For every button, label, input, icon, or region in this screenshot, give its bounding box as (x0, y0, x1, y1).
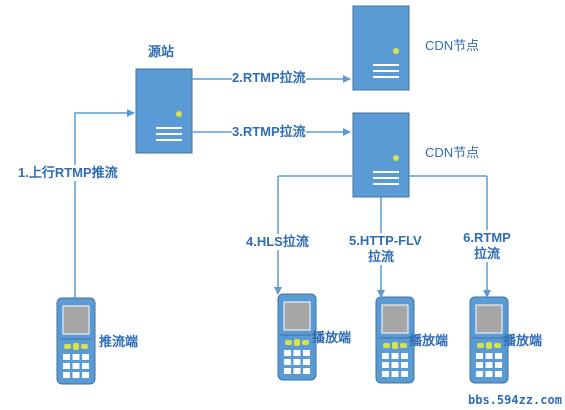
cdn-server-top-icon (352, 5, 410, 91)
push-label: 1.上行RTMP推流 (18, 165, 118, 181)
hls-label: 4.HLS拉流 (246, 234, 309, 250)
cdn-server-mid-icon (352, 112, 410, 198)
flv-label-line2: 拉流 (367, 249, 394, 264)
watermark-text: bbs.594zz.com (468, 393, 562, 407)
pull-rtmp-top-label: 2.RTMP拉流 (232, 70, 306, 86)
source-label: 源站 (148, 44, 175, 59)
cdn-mid-label: CDN节点 (425, 145, 480, 160)
pull-rtmp-mid-label: 3.RTMP拉流 (232, 124, 306, 140)
pusher-phone-icon (56, 297, 96, 385)
flv-label-line1: 5.HTTP-FLV (349, 233, 422, 248)
rtmp6-label-line1: 6.RTMP (463, 230, 511, 245)
flv-label: 5.HTTP-FLV 拉流 (349, 233, 422, 265)
pusher-label: 推流端 (99, 334, 139, 349)
player-label-1: 播放端 (312, 330, 352, 345)
push-arrow (74, 109, 135, 298)
player-label-3: 播放端 (503, 333, 543, 348)
player-label-2: 播放端 (409, 333, 449, 348)
rtmp6-label: 6.RTMP 拉流 (460, 230, 514, 262)
rtmp6-label-line2: 拉流 (473, 246, 500, 261)
player-phone-1-icon (277, 293, 317, 381)
cdn-top-label: CDN节点 (425, 38, 480, 53)
source-server-icon (135, 68, 193, 154)
